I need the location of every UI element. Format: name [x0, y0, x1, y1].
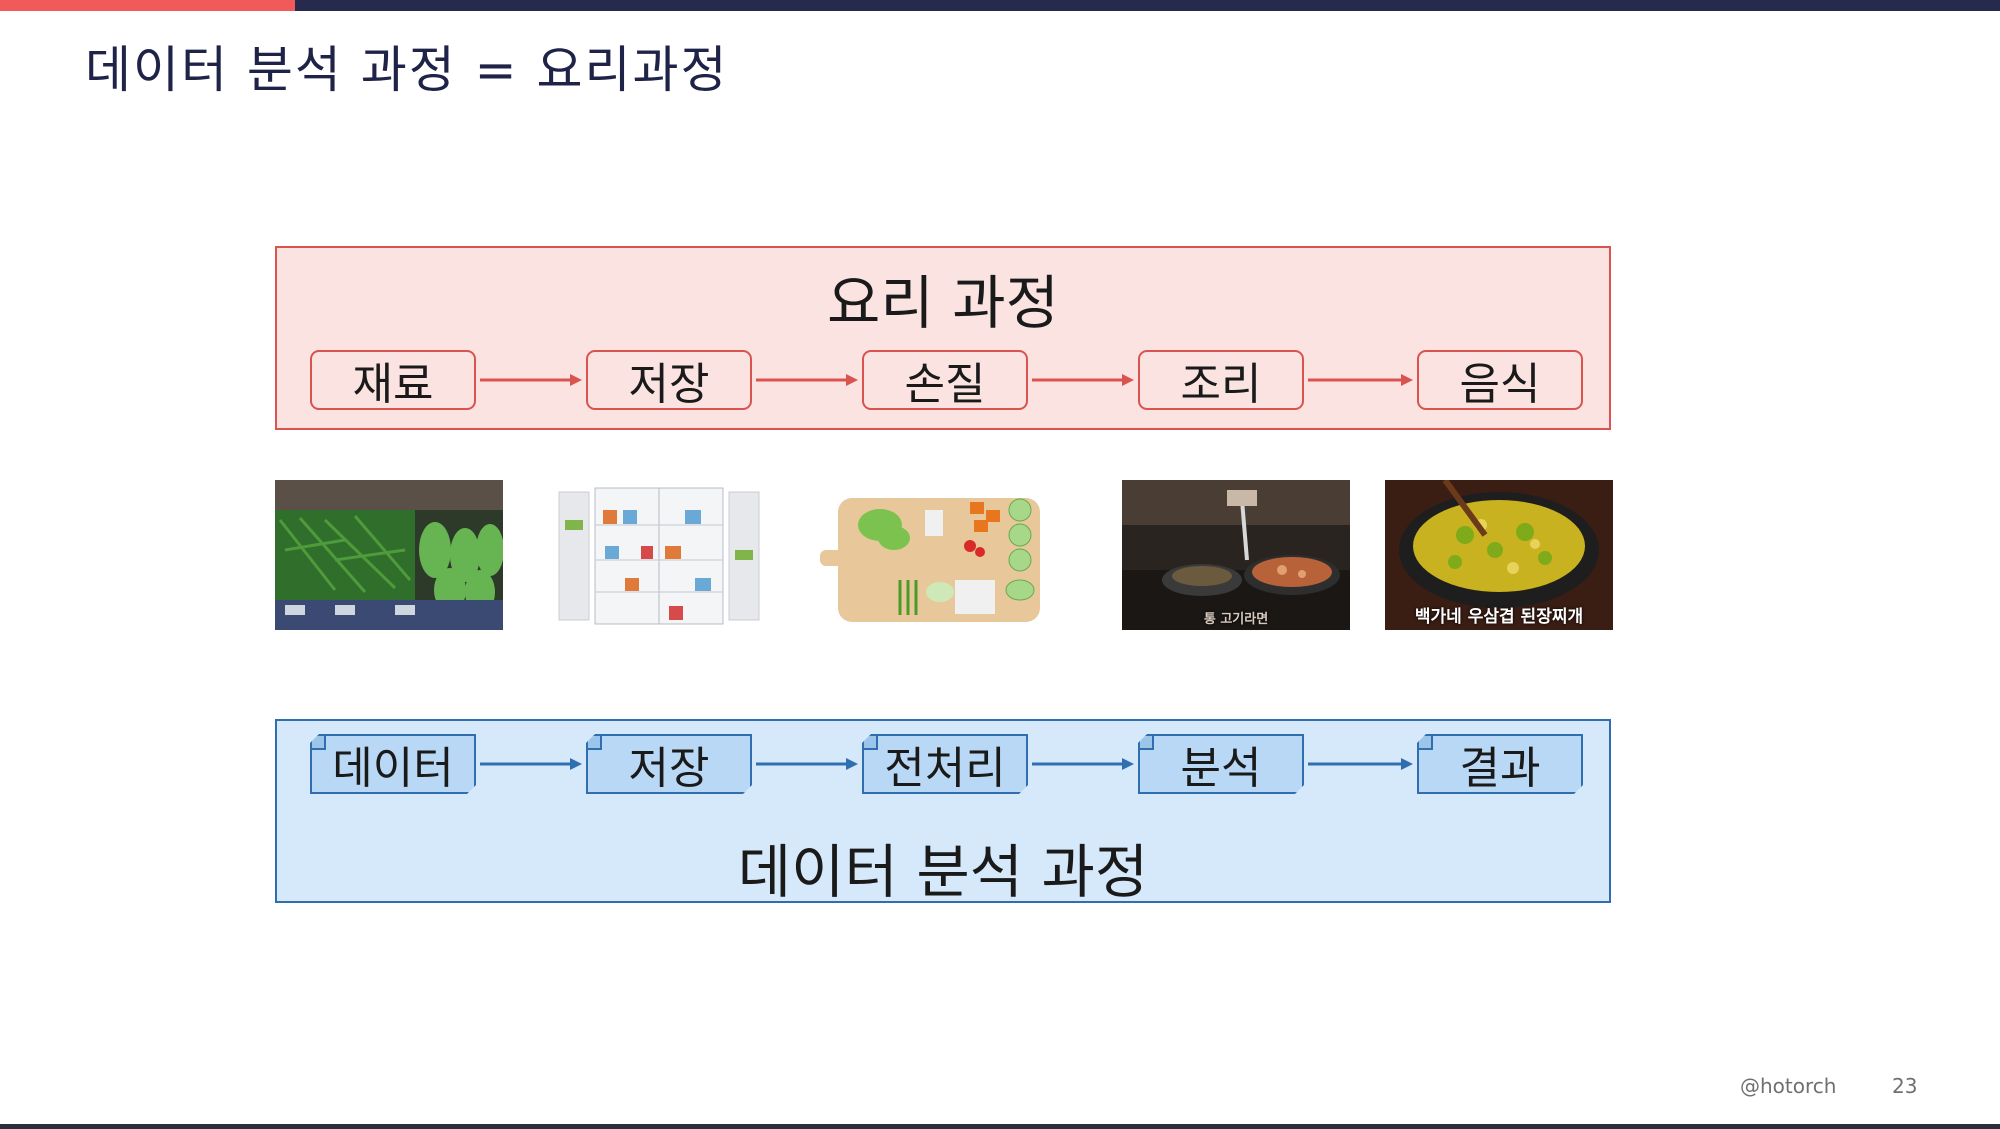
cooking-step-prep: 손질: [862, 350, 1028, 410]
data-step-storage: 저장: [586, 734, 752, 794]
stew-photo: 백가네 우삼겹 된장찌개: [1385, 480, 1613, 630]
data-process-panel: 데이터 저장 전처리 분석 결과 데이터 분석 과정: [275, 719, 1611, 906]
data-step-preprocessing: 전처리: [862, 734, 1028, 794]
arrow-right-icon: [1308, 754, 1413, 774]
top-bar: [295, 0, 2000, 11]
arrow-right-icon: [1032, 754, 1134, 774]
cutting-board-photo: [820, 480, 1048, 630]
cooking-process-panel: 요리 과정 재료 저장 손질 조리 음식: [275, 246, 1611, 430]
arrow-right-icon: [480, 370, 582, 390]
data-step-data: 데이터: [310, 734, 476, 794]
arrow-right-icon: [756, 370, 858, 390]
photo-strip: 통 고기라면 백가네 우삼겹 된장찌개: [275, 480, 1613, 630]
cooking-step-storage: 저장: [586, 350, 752, 410]
cooking-process-title: 요리 과정: [827, 269, 1059, 337]
arrow-right-icon: [756, 754, 858, 774]
page-number: 23: [1892, 1074, 1918, 1098]
arrow-right-icon: [1032, 370, 1134, 390]
data-process-title: 데이터 분석 과정: [737, 838, 1149, 906]
refrigerator-photo: [545, 480, 773, 630]
top-accent-bar: [0, 0, 295, 11]
bottom-border: [0, 1124, 2000, 1129]
data-step-result: 결과: [1417, 734, 1583, 794]
stew-photo-caption: 백가네 우삼겹 된장찌개: [1414, 607, 1584, 627]
cooking-step-food: 음식: [1417, 350, 1583, 410]
arrow-right-icon: [480, 754, 582, 774]
slide-title: 데이터 분석 과정 = 요리과정: [85, 41, 729, 99]
author-handle: @hotorch: [1740, 1074, 1837, 1098]
cooking-photo-caption: 통 고기라면: [1203, 612, 1269, 627]
data-step-analysis: 분석: [1138, 734, 1304, 794]
cooking-step-ingredients: 재료: [310, 350, 476, 410]
arrow-right-icon: [1308, 370, 1413, 390]
cooking-step-cooking: 조리: [1138, 350, 1304, 410]
cooking-photo: 통 고기라면: [1122, 480, 1350, 630]
vegetables-photo: [275, 480, 503, 630]
